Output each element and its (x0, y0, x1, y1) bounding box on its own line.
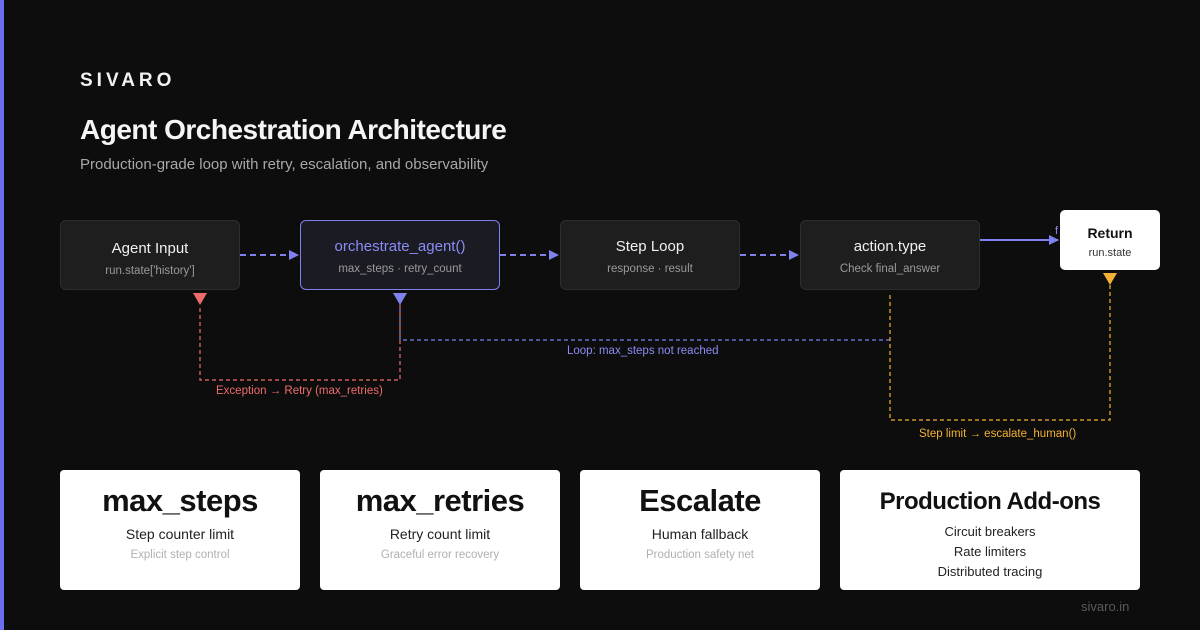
node-orchestrate-agent: orchestrate_agent() max_steps · retry_co… (300, 220, 500, 290)
node-subtitle: run.state (1088, 247, 1132, 259)
addons-list: Circuit breakers Rate limiters Distribut… (840, 522, 1140, 582)
footer-url: sivaro.in (1081, 599, 1130, 614)
node-subtitle: response · result (607, 263, 693, 275)
node-action-type: action.type Check final_answer (800, 220, 980, 290)
node-title: Return (1087, 225, 1133, 241)
card-note: Explicit step control (130, 549, 230, 561)
edge-escalate (889, 285, 1111, 421)
edge-label-final: f (1055, 225, 1059, 237)
card-max-steps: max_steps Step counter limit Explicit st… (60, 470, 300, 590)
edge-label-loop: Loop: max_steps not reached (567, 345, 719, 357)
edge-label-escalate: Step limit → escalate_human() (919, 428, 1077, 440)
node-subtitle: run.state['history'] (105, 265, 195, 277)
node-title: Step Loop (615, 238, 685, 255)
card-subtitle: Retry count limit (389, 526, 491, 542)
page-title: Agent Orchestration Architecture (80, 114, 507, 145)
card-subtitle: Step counter limit (125, 526, 235, 542)
retry-arrowhead (193, 293, 207, 305)
node-return: Return run.state (1060, 210, 1160, 270)
card-title: Production Add-ons (879, 488, 1101, 515)
node-title: orchestrate_agent() (334, 238, 466, 255)
list-item: Circuit breakers (944, 524, 1036, 539)
card-max-retries: max_retries Retry count limit Graceful e… (320, 470, 560, 590)
page-subtitle: Production-grade loop with retry, escala… (80, 156, 489, 173)
escalate-arrowhead (1103, 273, 1117, 285)
card-title: Escalate (639, 483, 761, 518)
node-subtitle: Check final_answer (839, 263, 941, 275)
card-subtitle: Human fallback (651, 526, 749, 542)
card-note: Production safety net (645, 549, 755, 561)
node-title: action.type (853, 238, 927, 255)
node-agent-input: Agent Input run.state['history'] (60, 220, 240, 290)
card-note: Graceful error recovery (380, 549, 500, 561)
edge-loop (399, 300, 890, 341)
list-item: Rate limiters (953, 544, 1027, 559)
card-title: max_retries (355, 483, 525, 518)
loop-arrowhead (393, 293, 407, 305)
accent-bar (0, 0, 4, 630)
list-item: Distributed tracing (937, 564, 1043, 579)
node-title: Agent Input (111, 240, 189, 257)
node-subtitle: max_steps · retry_count (338, 263, 462, 275)
card-title: max_steps (102, 483, 258, 518)
card-production-addons: Production Add-ons Circuit breakers Rate… (840, 470, 1140, 590)
brand-logo: SIVARO (80, 70, 176, 91)
edge-retry (199, 305, 401, 381)
card-escalate: Escalate Human fallback Production safet… (580, 470, 820, 590)
node-step-loop: Step Loop response · result (560, 220, 740, 290)
edge-label-retry: Exception → Retry (max_retries) (216, 385, 383, 397)
